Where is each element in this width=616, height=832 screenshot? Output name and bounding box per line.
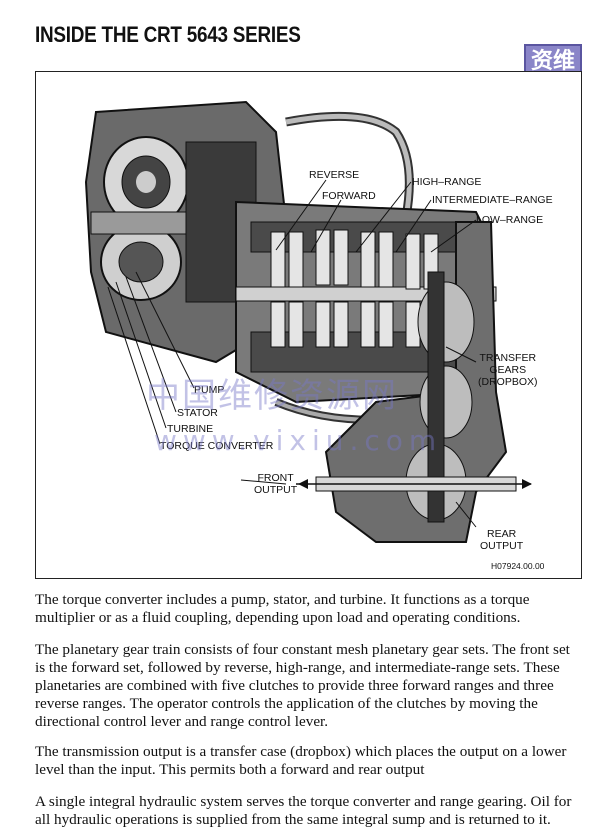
label-low-range: LOW–RANGE <box>476 214 544 226</box>
label-torque-converter: TORQUE CONVERTER <box>160 440 274 452</box>
label-turbine: TURBINE <box>167 423 214 435</box>
label-reverse: REVERSE <box>309 169 360 181</box>
cutaway-illustration <box>84 100 532 543</box>
paragraph-planetary-gear-train: The planetary gear train consists of fou… <box>35 641 570 730</box>
paragraph-transmission-output: The transmission output is a transfer ca… <box>35 743 567 778</box>
label-transfer-gears: TRANSFER GEARS (DROPBOX) <box>478 352 538 388</box>
figure-code: H07924.00.00 <box>491 561 545 571</box>
label-rear-output: REAR OUTPUT <box>480 528 524 552</box>
paragraph-torque-converter: The torque converter includes a pump, st… <box>35 591 530 626</box>
label-pump: PUMP <box>194 384 225 396</box>
watermark-chinese: 中国维修资源网 <box>146 376 398 416</box>
label-front-output: FRONT OUTPUT <box>254 472 298 496</box>
label-forward: FORWARD <box>322 190 376 202</box>
transmission-cutaway-figure: REVERSE FORWARD HIGH–RANGE INTERMEDIATE–… <box>35 71 582 579</box>
paragraph-hydraulic-system: A single integral hydraulic system serve… <box>35 793 572 828</box>
label-high-range: HIGH–RANGE <box>412 176 482 188</box>
watermark-url: www.vixiu.com <box>154 424 443 457</box>
label-stator: STATOR <box>177 407 218 419</box>
label-intermediate-range: INTERMEDIATE–RANGE <box>432 194 553 206</box>
page-title: INSIDE THE CRT 5643 SERIES <box>35 22 301 47</box>
